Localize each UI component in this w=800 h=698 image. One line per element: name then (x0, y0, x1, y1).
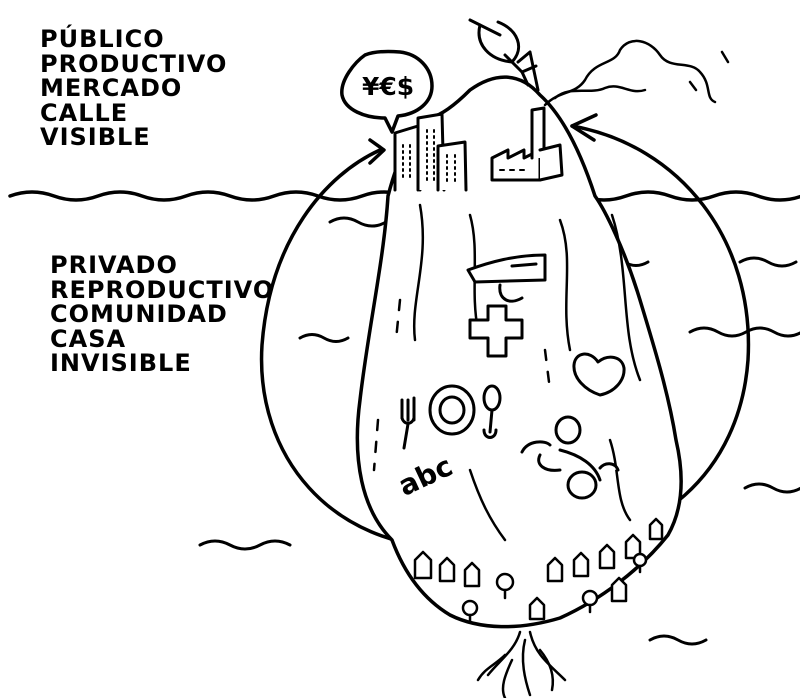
houses-icon (413, 517, 664, 621)
label-casa: CASA (50, 324, 127, 353)
iceberg-outline (355, 75, 683, 629)
label-invisible: INVISIBLE (50, 349, 192, 377)
invisible-sphere-labels: PRIVADO REPRODUCTIVO COMUNIDAD CASA INVI… (50, 253, 274, 376)
heart-icon (572, 352, 626, 397)
label-productivo: PRODUCTIVO (40, 49, 228, 78)
cycle-arrow-top-right (570, 113, 598, 142)
label-calle: CALLE (40, 98, 129, 127)
roots-icon (476, 630, 567, 698)
label-reproductivo: REPRODUCTIVO (50, 275, 275, 304)
label-publico: PÚBLICO (40, 25, 165, 53)
cycle-arrow-top-left (368, 138, 386, 165)
spoon-icon (482, 384, 502, 439)
visible-sphere-labels: PÚBLICO PRODUCTIVO MERCADO CALLE VISIBLE (40, 27, 227, 150)
smoke-wisp-2 (688, 50, 730, 92)
factory-icon (490, 106, 564, 182)
fork-icon (400, 396, 416, 450)
label-comunidad: COMUNIDAD (50, 300, 228, 328)
speech-bubble-text: ¥€$ (362, 72, 414, 101)
speech-bubble (340, 49, 434, 134)
smoke-wisp (553, 85, 647, 100)
satellite-dish-icon (468, 18, 540, 92)
crawling-baby-icon (520, 415, 620, 500)
medical-cross-icon (468, 304, 524, 358)
smoke-icon (543, 39, 717, 107)
office-buildings-icon (393, 112, 468, 192)
label-mercado: MERCADO (40, 74, 183, 102)
iron-icon (466, 253, 547, 303)
plate-icon (428, 384, 476, 436)
label-privado: PRIVADO (50, 251, 178, 279)
trees-icon (461, 552, 648, 624)
label-visible: VISIBLE (40, 123, 151, 151)
